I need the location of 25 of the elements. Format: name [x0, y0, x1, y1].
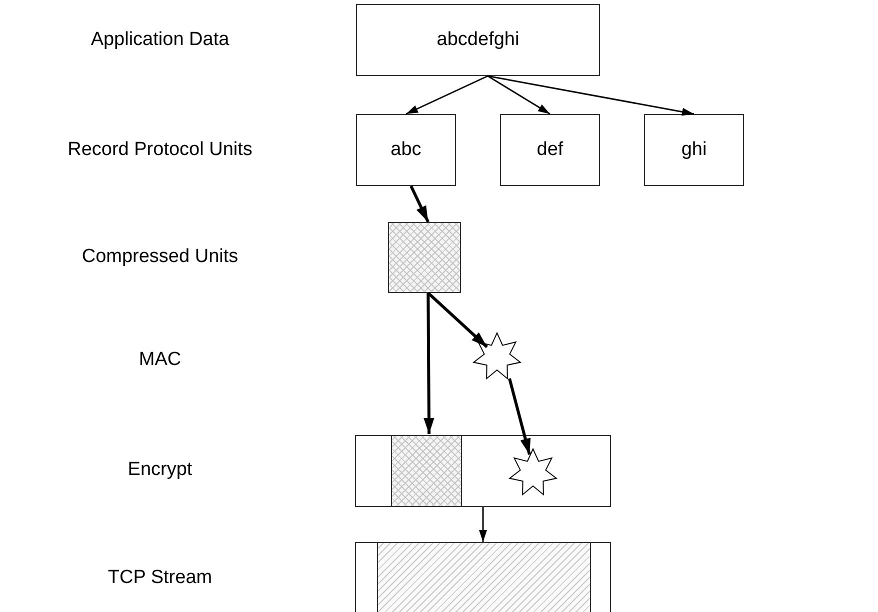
- data-box: abcdefghi: [356, 4, 600, 76]
- arrow: [424, 292, 434, 434]
- compressed-block: [391, 435, 462, 507]
- unit-box: abc: [356, 114, 456, 186]
- row-label: Record Protocol Units: [66, 138, 254, 162]
- row-label: Application Data: [90, 28, 230, 52]
- arrow: [479, 507, 487, 542]
- row-label: MAC: [138, 348, 182, 372]
- hatched-block: [377, 542, 591, 612]
- compressed-block: [388, 222, 461, 293]
- stream-bar: [355, 542, 611, 612]
- mac-star: [472, 332, 522, 382]
- arrow: [406, 75, 488, 115]
- arrow: [488, 75, 694, 116]
- row-label: Compressed Units: [80, 244, 240, 269]
- mac-star: [508, 448, 558, 498]
- row-label: TCP Stream: [106, 566, 214, 590]
- arrow: [487, 75, 550, 115]
- unit-box: def: [500, 114, 600, 186]
- arrow: [508, 378, 531, 455]
- unit-box: ghi: [644, 114, 744, 186]
- arrow: [427, 292, 488, 348]
- arrow: [410, 185, 430, 223]
- row-label: Encrypt: [126, 458, 194, 482]
- record-bar: [355, 435, 611, 507]
